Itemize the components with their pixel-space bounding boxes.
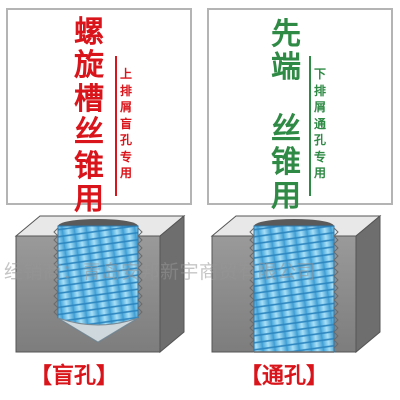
divider-line: [309, 56, 311, 196]
blind-hole-illustration: [14, 214, 186, 354]
through-hole-caption: 【通孔】: [240, 364, 329, 389]
title-char: 用: [271, 178, 301, 214]
subtitle-char: 专: [314, 149, 327, 164]
subtitle-char: 上: [120, 67, 133, 82]
spiral-flute-tap-title: 螺 旋 槽 丝 锥 用: [74, 16, 104, 217]
subtitle-char: 用: [314, 166, 327, 181]
subtitle-char: 孔: [314, 133, 327, 148]
subtitle-char: 排: [120, 83, 133, 98]
subtitle-char: 排: [314, 83, 327, 98]
title-char: 螺: [74, 14, 104, 50]
title-char: 用: [74, 182, 104, 218]
blind-hole-tap-panel: 螺 旋 槽 丝 锥 用 上 排 屑 盲 孔 专 用: [6, 8, 192, 215]
subtitle-char: 用: [120, 166, 133, 181]
subtitle-char: 盲: [120, 116, 133, 131]
subtitle-char: 专: [120, 149, 133, 164]
point-tap-title-top: 先 端: [271, 18, 301, 85]
divider-line: [115, 56, 117, 196]
title-char: 丝: [74, 115, 104, 151]
subtitle-char: 屑: [314, 100, 327, 115]
through-hole-tap-panel: 先 端 丝 锥 用 下 排 屑 通 孔 专 用: [207, 8, 393, 211]
title-char: 槽: [74, 81, 104, 117]
blind-hole-caption: 【盲孔】: [30, 364, 119, 389]
through-hole-illustration: [210, 214, 382, 354]
title-char: 锥: [271, 145, 301, 181]
subtitle-char: 孔: [120, 133, 133, 148]
downward-chip-through-hole-subtitle: 下 排 屑 通 孔 专 用: [314, 66, 326, 182]
title-char: 丝: [271, 111, 301, 147]
title-char: 先: [271, 16, 301, 52]
subtitle-char: 屑: [120, 100, 133, 115]
title-char: 旋: [74, 48, 104, 84]
upward-chip-blind-hole-subtitle: 上 排 屑 盲 孔 专 用: [120, 66, 132, 182]
subtitle-char: 下: [314, 67, 327, 82]
subtitle-char: 通: [314, 116, 327, 131]
point-tap-title-bottom: 丝 锥 用: [271, 113, 301, 214]
title-char: 端: [271, 50, 301, 86]
title-char: 锥: [74, 148, 104, 184]
